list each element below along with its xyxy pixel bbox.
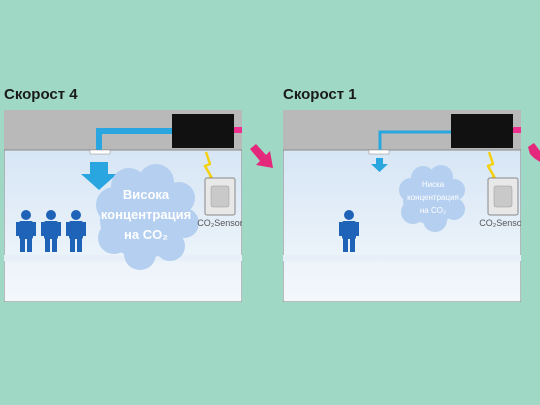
- cloud-line-1: Ниска: [422, 180, 445, 189]
- airflow-arrow-icon: [371, 158, 388, 172]
- airflow-arrow-icon: [81, 162, 117, 190]
- cloud-line-2: концентрация: [101, 207, 191, 222]
- pink-pipe: [234, 127, 242, 133]
- scene-title-speed-4: Скорост 4: [4, 86, 78, 103]
- floor-line: [283, 255, 521, 261]
- air-duct: [378, 130, 453, 150]
- cloud-line-2: концентрация: [407, 193, 459, 202]
- scene-title-speed-1: Скорост 1: [283, 86, 357, 103]
- person-icon: [41, 210, 61, 252]
- cloud-line-3: на CO₂: [420, 206, 446, 215]
- transition-arrow-icon: [250, 144, 273, 168]
- transition-arrow-icon: [528, 143, 540, 162]
- pink-pipe: [513, 127, 521, 133]
- co2-cloud-low: [399, 165, 465, 232]
- room-diagram-speed-4: Висока концентрация на CO₂ CO₂Sensor: [4, 110, 242, 302]
- ventilation-unit: [172, 114, 234, 148]
- person-icon: [16, 210, 36, 252]
- room-diagram-speed-1: Ниска концентрация на CO₂ CO₂Sensor: [283, 110, 521, 302]
- ceiling-diffuser: [89, 149, 111, 155]
- cloud-line-3: на CO₂: [124, 227, 168, 242]
- ceiling-diffuser: [368, 149, 390, 155]
- co2-cloud-high: [96, 164, 199, 270]
- floor-line: [4, 255, 242, 261]
- ventilation-unit: [451, 114, 513, 148]
- sensor-label: CO₂Sensor: [479, 218, 521, 228]
- co2-sensor-icon: [487, 177, 519, 216]
- air-duct: [96, 128, 174, 150]
- cloud-line-1: Висока: [123, 187, 170, 202]
- person-icon: [66, 210, 86, 252]
- co2-sensor-icon: [204, 177, 236, 216]
- sensor-label: CO₂Sensor: [197, 218, 242, 228]
- person-icon: [339, 210, 359, 252]
